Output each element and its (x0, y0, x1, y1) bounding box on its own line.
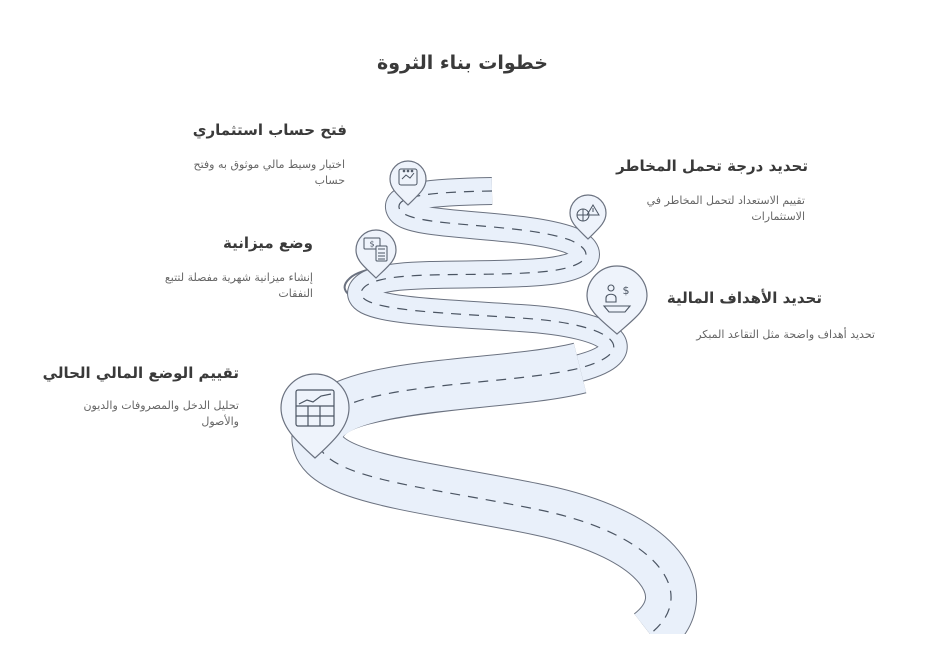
step-title-investment-account: فتح حساب استثماري (192, 121, 347, 139)
step-title-budget: وضع ميزانية (222, 234, 313, 252)
risk-assessment-icon (576, 204, 600, 222)
financial-goals-icon: $ (602, 284, 632, 313)
step-title-financial-status: تقييم الوضع المالي الحالي (42, 364, 239, 382)
step-title-risk-tolerance: تحديد درجة تحمل المخاطر (616, 157, 808, 175)
marker-investment-account (389, 160, 427, 206)
budget-calculator-icon: $ (363, 237, 388, 262)
svg-text:$: $ (623, 284, 630, 297)
step-desc-budget: إنشاء ميزانية شهرية مفصلة لتتبع النفقات (164, 271, 313, 300)
marker-financial-goals: $ (586, 265, 648, 335)
step-desc-investment-account: اختيار وسيط مالي موثوق به وفتح حساب (193, 158, 346, 187)
step-title-financial-goals: تحديد الأهداف المالية (666, 289, 822, 307)
investment-chart-icon (398, 168, 418, 186)
financial-status-chart-icon (295, 389, 335, 427)
svg-text:$: $ (369, 240, 374, 249)
step-desc-financial-goals: تحديد أهداف واضحة مثل التقاعد المبكر (696, 328, 875, 341)
marker-financial-status (280, 373, 350, 459)
step-desc-risk-tolerance: تقييم الاستعداد لتحمل المخاطر في الاستثم… (646, 194, 805, 223)
marker-risk-tolerance (569, 194, 607, 240)
diagram-title: خطوات بناء الثروة (377, 52, 548, 74)
marker-budget: $ (355, 229, 397, 279)
step-desc-financial-status: تحليل الدخل والمصروفات والديون والأصول (83, 399, 239, 428)
